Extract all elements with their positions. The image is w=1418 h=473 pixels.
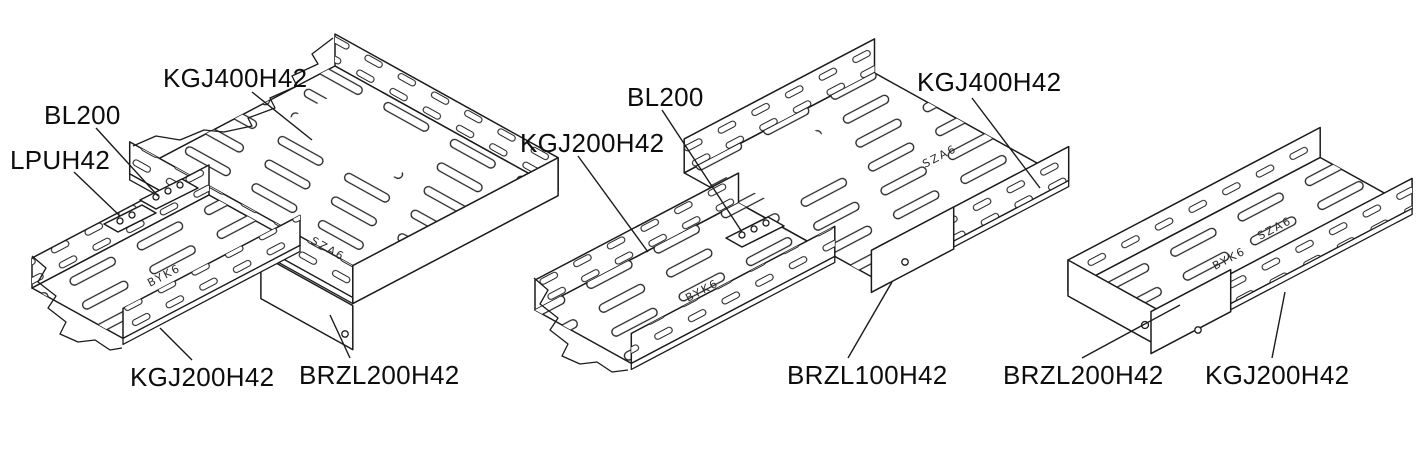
part-label-right-kgj200h42: KGJ200H42: [1205, 360, 1350, 390]
left-wide-tray-far-rail-holes: [335, 34, 559, 190]
left-lpu-bolt: [116, 217, 124, 225]
part-label-left-brzl200h42: BRZL200H42: [299, 360, 460, 390]
leader-mid-kgj200: [577, 155, 649, 253]
leader-right-brzl200: [1081, 304, 1181, 359]
left-bl200-bolt: [152, 193, 160, 201]
part-label-right-brzl200h42: BRZL200H42: [1003, 360, 1164, 390]
leader-left-kgj200: [159, 327, 193, 361]
left-narrow-tray-near-rail-holes: [123, 215, 300, 339]
right-reducer-panel-brzl200: [1150, 268, 1232, 355]
right-tray-far-rail-holes: [1068, 127, 1321, 290]
leader-mid-kgj400: [971, 97, 1041, 189]
part-label-left-lpuh42: LPUH42: [10, 145, 111, 175]
leader-left-brzl200: [329, 314, 351, 359]
right-tray-floor-slots: [1068, 157, 1413, 341]
mid-narrow-torn-edge: [533, 277, 629, 373]
left-lpuh42-coupler-plate: [103, 204, 157, 233]
part-label-left-kgj400h42: KGJ400H42: [163, 63, 308, 93]
left-narrow-torn-edge: [31, 255, 123, 351]
mid-reducer-panel-brzl100: [870, 206, 955, 294]
mid-narrow-tray-near-rail-lip: [630, 255, 836, 371]
leader-mid-brzl100: [847, 281, 893, 359]
left-wide-torn-edge: [132, 37, 334, 147]
leader-left-lpuh42: [73, 171, 121, 217]
left-reducer-panel-brzl200: [260, 253, 354, 351]
left-lpu-bolt: [128, 211, 136, 219]
leader-right-kgj200: [1271, 291, 1286, 359]
left-narrow-tray-near-rail-lip: [122, 244, 301, 346]
mid-bl200-bolt: [750, 225, 758, 233]
mid-narrow-tray-far-rail-holes: [535, 173, 739, 310]
left-reducer-bolt: [341, 330, 349, 338]
part-label-mid-kgj200h42: KGJ200H42: [520, 128, 665, 158]
left-wide-tray-end-cap: [352, 156, 559, 305]
mid-reducer-bolt: [901, 258, 909, 266]
mid-bl200-bolt: [762, 219, 770, 227]
part-label-left-kgj200h42: KGJ200H42: [130, 362, 275, 392]
leader-lines-group: [73, 91, 1286, 361]
left-wide-blank-patch: [277, 94, 440, 183]
mid-narrow-tray-near-rail-holes: [631, 226, 835, 364]
right-reducer-bolt: [1194, 326, 1202, 334]
mid-bl200-bolt: [738, 231, 746, 239]
leader-left-bl200: [95, 127, 159, 197]
mid-wide-blank-patch: [719, 126, 861, 203]
left-bl200-bolt: [176, 181, 184, 189]
part-label-mid-bl200: BL200: [627, 82, 704, 112]
mid-narrow-tray-floor-slots: [535, 203, 835, 364]
part-label-left-bl200: BL200: [44, 100, 121, 130]
left-bl200-bolt: [164, 187, 172, 195]
left-narrow-tray-floor-slots: [32, 195, 300, 339]
leader-mid-bl200: [661, 109, 743, 233]
mid-wide-tray-far-rail-holes: [684, 38, 875, 173]
part-label-mid-brzl100h42: BRZL100H42: [787, 360, 948, 390]
leader-left-kgj400: [251, 91, 313, 141]
part-label-mid-kgj400h42: KGJ400H42: [917, 67, 1062, 97]
